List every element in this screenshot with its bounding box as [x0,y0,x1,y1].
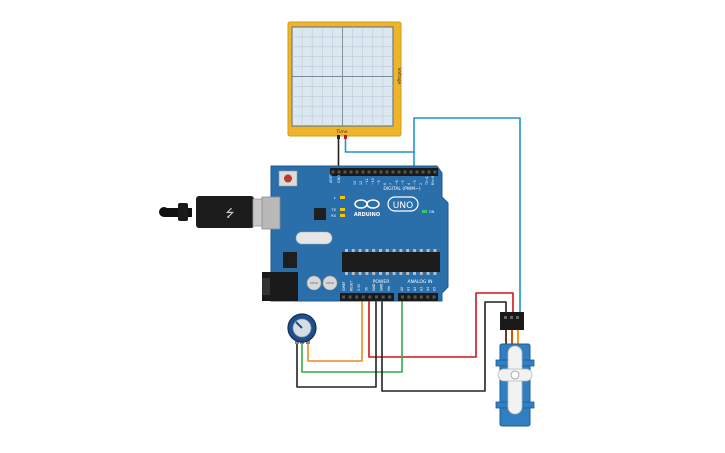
uno-text: UNO [393,201,413,211]
led-label-tx: TX [330,208,336,212]
analog-pin-label: A4 [426,287,430,291]
digital-label: DIGITAL (PWM~) [383,186,421,192]
oscilloscope-x-label: Time [335,129,347,135]
digital-pin-label: ~5 [401,180,405,185]
power-pin-label: RESET [350,281,354,291]
wires[interactable] [296,117,521,392]
arduino-logo: ARDUINO [354,199,380,218]
power-pin-label: Vin [387,286,391,291]
aref-label: AREF [329,174,333,183]
power-pin-label: GND [372,283,376,291]
usb-jack [261,196,281,230]
power-header[interactable] [340,293,394,301]
digital-pin-label: 13 [353,181,357,185]
digital-pin-label: 8 [383,183,387,185]
arduino-logo-text: ARDUINO [354,212,380,218]
oscilloscope-y-label: Voltage [396,68,402,85]
on-label: ON [429,210,435,214]
wire-blue-signal[interactable] [344,117,521,313]
crystal [295,231,333,245]
uno-badge: UNO [387,196,419,212]
usb-chip [314,208,326,220]
wire-black-gnd-servo[interactable] [381,299,507,392]
digital-pin-label: ~6 [395,180,399,185]
power-pin-label: IOREF [342,281,346,291]
power-pin-label: GND [380,283,384,291]
wire-black-gnd-pot[interactable] [296,299,377,388]
atmega-chip [342,252,440,272]
digital-pin-label: ~10 [371,178,375,185]
analog-pin-label: A2 [413,287,417,291]
servo-horn[interactable] [497,345,533,415]
digital-pin-label: RX←0 [431,176,435,185]
digital-pin-label: 12 [359,181,363,185]
potentiometer[interactable] [287,313,317,344]
on-led [422,210,427,213]
oscilloscope-probe-positive[interactable] [344,135,347,139]
usb-cable[interactable]: ⭍ [159,196,276,228]
servo-connector[interactable] [500,312,524,330]
digital-pin-label: ~3 [413,180,417,185]
wire-red-5v[interactable] [368,292,514,358]
digital-pin-label: 7 [389,183,393,185]
usb-icon: ⭍ [225,207,234,220]
digital-header[interactable] [330,168,438,176]
analog-header[interactable] [398,293,438,301]
power-pin-label: 3.3V [357,283,361,291]
voltage-regulator [283,252,297,268]
analog-label: ANALOG IN [407,279,432,285]
led-label-rx: RX [331,214,336,218]
wire-green-a0[interactable] [301,299,403,373]
power-label: POWER [373,279,390,285]
wire-orange-pot[interactable] [307,299,363,362]
oscilloscope[interactable]: Voltage Time [287,21,402,139]
analog-pin-label: A0 [400,287,404,291]
usb-plug [196,196,254,228]
digital-pin-label: ~9 [377,180,381,185]
led-label-l: L [334,196,336,200]
power-pin-label: 5V [365,286,369,291]
servo-motor[interactable] [495,312,535,427]
analog-pin-label: A3 [420,287,424,291]
gnd-label-top: GND [337,175,341,183]
digital-pin-label: ~11 [365,178,369,185]
analog-pin-label: A1 [407,287,411,291]
digital-pin-label: TX→1 [425,176,429,186]
digital-pin-label: 4 [407,183,411,185]
oscilloscope-probe-negative[interactable] [337,135,340,139]
digital-pin-label: 2 [419,183,423,185]
analog-pin-label: A5 [433,287,437,291]
board-leds: L TX RX [330,196,345,218]
